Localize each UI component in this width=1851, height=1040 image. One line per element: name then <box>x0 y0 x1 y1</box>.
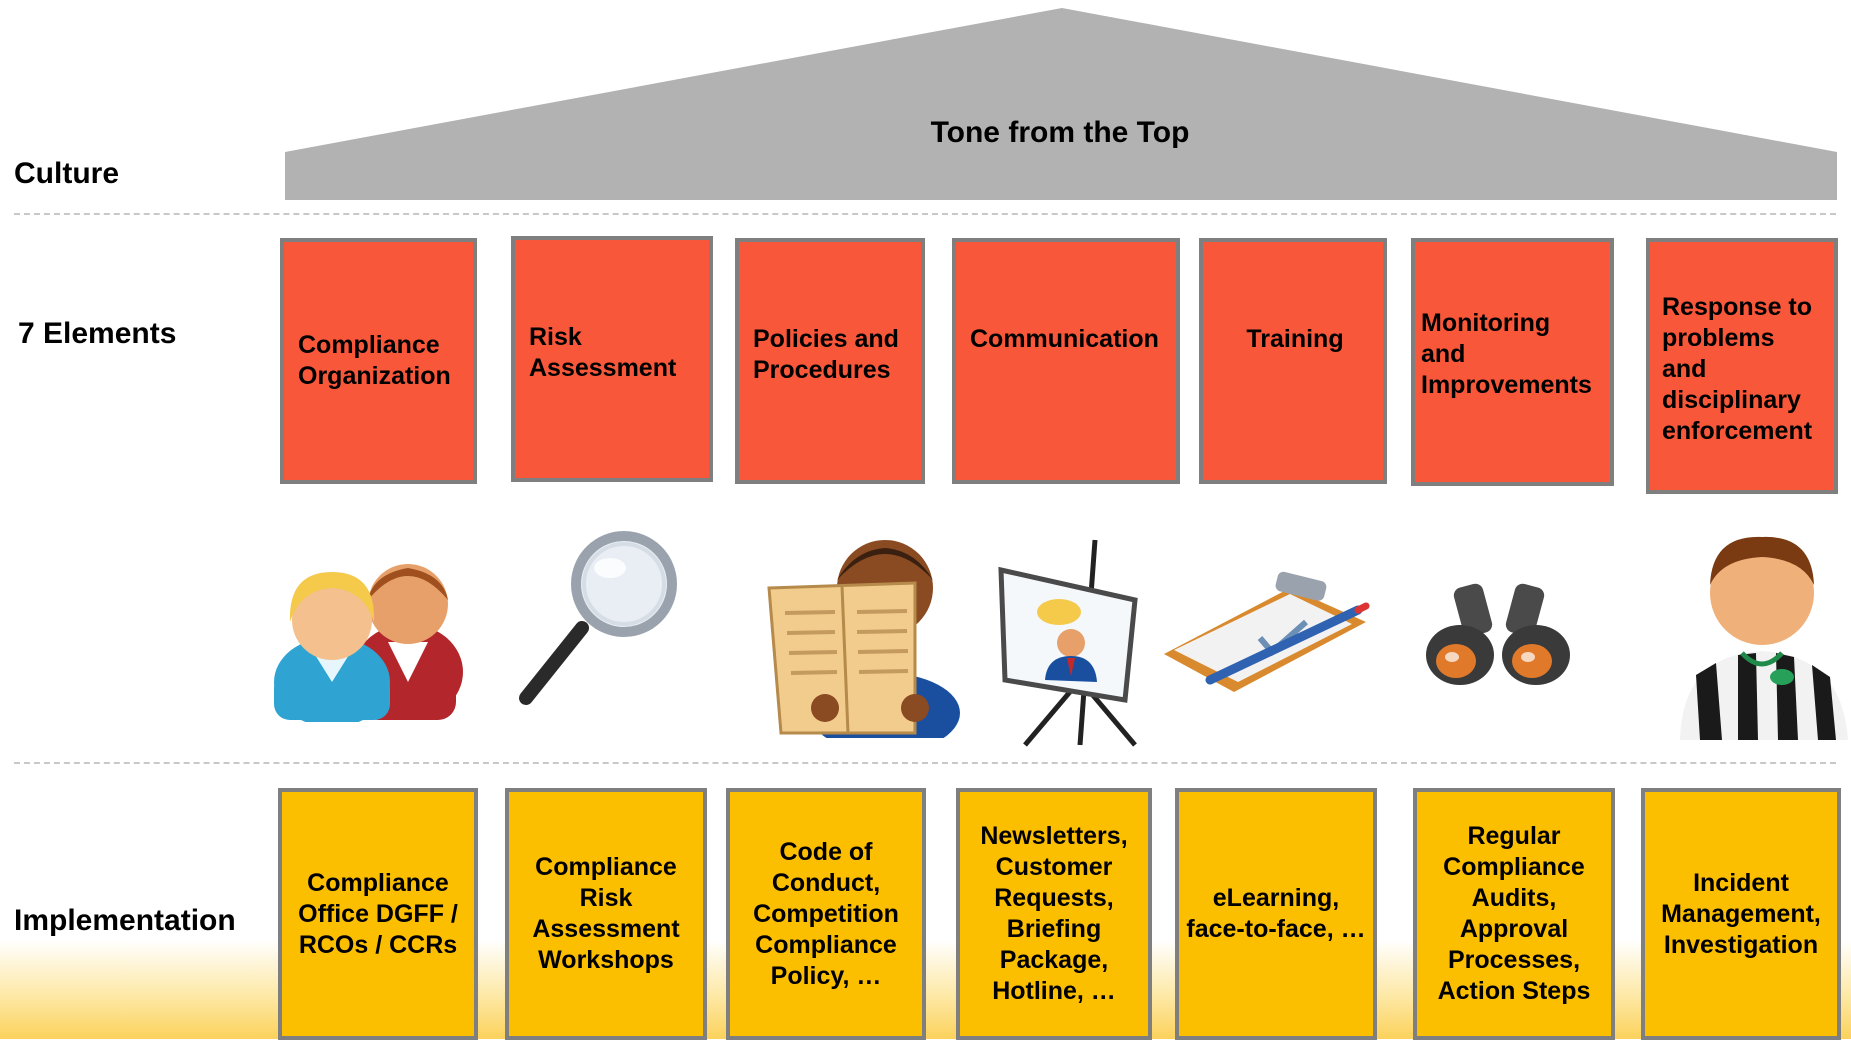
implementation-label: Incident Management, Investigation <box>1661 868 1821 959</box>
divider-top <box>14 213 1836 215</box>
element-label: Training <box>1246 325 1344 353</box>
roof-shape <box>285 8 1837 200</box>
presentation-board-icon <box>998 539 1138 747</box>
implementation-risk-workshops: Compliance Risk Assessment Workshops <box>505 788 707 1040</box>
implementation-label: Regular Compliance Audits, Approval Proc… <box>1437 822 1591 1005</box>
element-training: Training <box>1199 238 1387 484</box>
implementation-label: Newsletters, Customer Requests, Briefing… <box>980 822 1128 1005</box>
newspaper-reader-icon <box>767 540 960 738</box>
divider-bottom <box>14 762 1836 764</box>
implementation-newsletters: Newsletters, Customer Requests, Briefing… <box>956 788 1152 1040</box>
people-icon <box>274 564 463 722</box>
element-label: Monitoring and Improvements <box>1421 309 1592 399</box>
implementation-code-of-conduct: Code of Conduct, Competition Compliance … <box>726 788 926 1040</box>
element-risk-assessment: Risk Assessment <box>511 236 713 482</box>
element-response-enforcement: Response to problems and disciplinary en… <box>1646 238 1838 494</box>
referee-icon <box>1680 536 1848 740</box>
implementation-incident-management: Incident Management, Investigation <box>1641 788 1841 1040</box>
element-communication: Communication <box>952 238 1180 484</box>
implementation-label: Compliance Risk Assessment Workshops <box>532 853 680 974</box>
implementation-label: Compliance Office DGFF / RCOs / CCRs <box>298 868 458 959</box>
binoculars-icon <box>1426 583 1570 685</box>
row-label-culture: Culture <box>14 157 119 190</box>
implementation-audits: Regular Compliance Audits, Approval Proc… <box>1413 788 1615 1040</box>
element-label: Communication <box>970 325 1159 353</box>
row-label-elements: 7 Elements <box>18 317 177 350</box>
row-label-implementation: Implementation <box>14 904 236 937</box>
implementation-elearning: eLearning, face-to-face, … <box>1175 788 1377 1040</box>
element-policies-procedures: Policies and Procedures <box>735 238 925 484</box>
element-label: Risk Assessment <box>529 323 677 382</box>
clipboard-pen-icon <box>1164 571 1370 692</box>
implementation-label: eLearning, face-to-face, … <box>1186 884 1366 943</box>
element-monitoring-improvements: Monitoring and Improvements <box>1411 238 1614 486</box>
element-label: Compliance Organization <box>298 331 451 390</box>
element-compliance-organization: Compliance Organization <box>280 238 477 484</box>
roof-title: Tone from the Top <box>930 116 1190 149</box>
implementation-compliance-office: Compliance Office DGFF / RCOs / CCRs <box>278 788 478 1040</box>
magnifier-icon <box>519 531 677 705</box>
element-label: Policies and Procedures <box>753 325 899 384</box>
implementation-label: Code of Conduct, Competition Compliance … <box>753 837 899 990</box>
element-label: Response to problems and disciplinary en… <box>1662 293 1813 445</box>
